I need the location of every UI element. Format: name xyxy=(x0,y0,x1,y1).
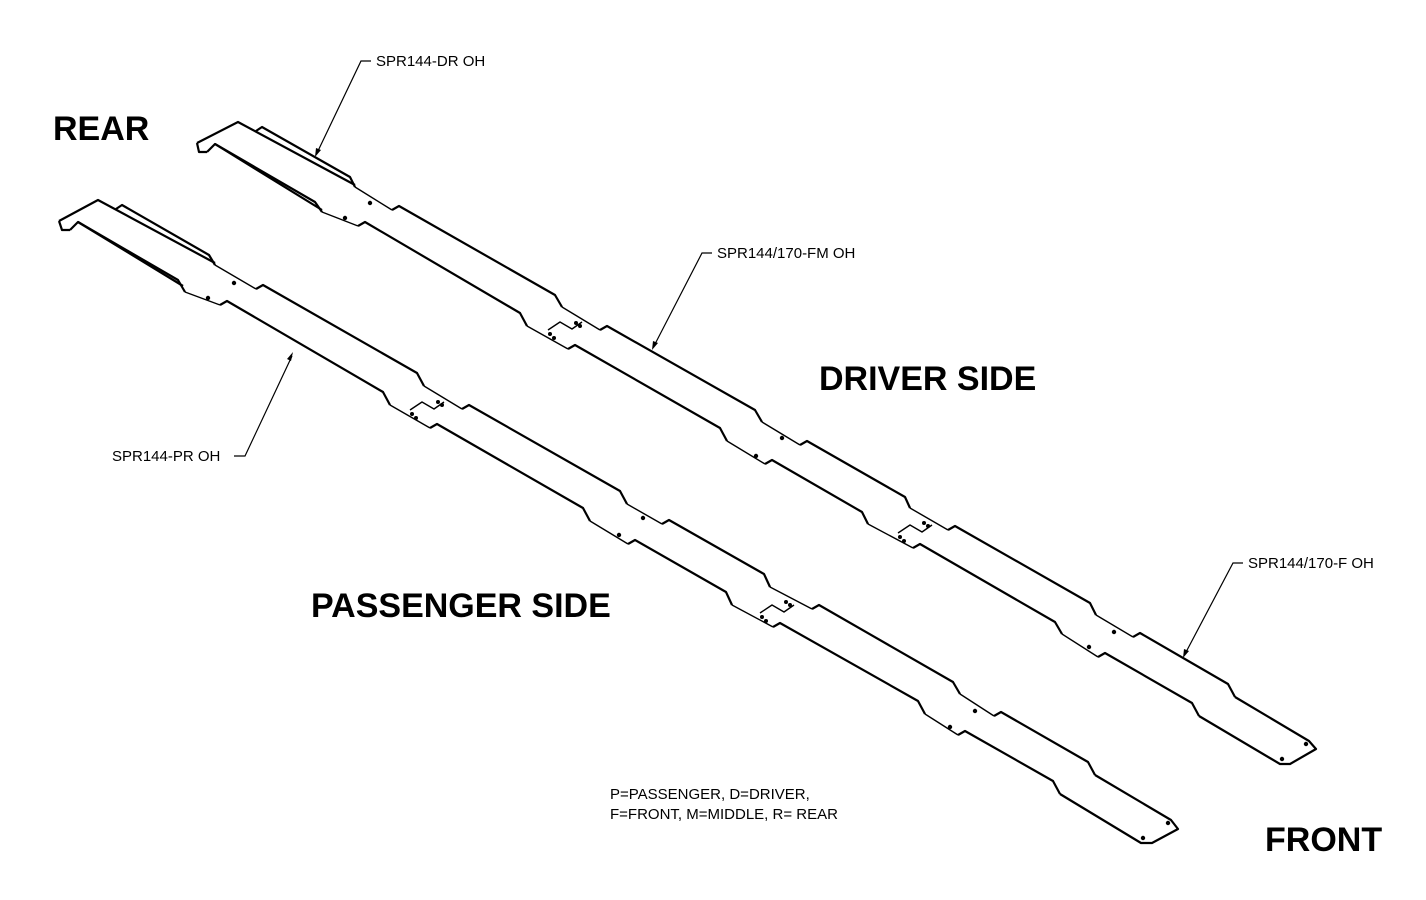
hole xyxy=(972,708,978,714)
hole xyxy=(414,416,418,420)
hole xyxy=(578,324,582,328)
hole xyxy=(552,336,556,340)
hole xyxy=(548,332,552,336)
hole xyxy=(784,600,788,604)
hole xyxy=(947,724,953,730)
callout-front: SPR144/170-F OH xyxy=(1248,555,1374,572)
leader-front xyxy=(1184,562,1243,655)
hole xyxy=(1086,644,1092,650)
leader-driver-rear xyxy=(316,60,371,154)
rear-label: REAR xyxy=(53,110,149,148)
hole xyxy=(764,619,768,623)
hole xyxy=(1140,835,1146,841)
hole xyxy=(410,412,414,416)
hole xyxy=(753,453,759,459)
hole xyxy=(574,321,578,325)
driver-side-label: DRIVER SIDE xyxy=(819,360,1036,398)
hole xyxy=(1303,741,1309,747)
passenger-side-label: PASSENGER SIDE xyxy=(311,587,611,625)
hole xyxy=(902,539,906,543)
front-label: FRONT xyxy=(1265,821,1382,859)
hole xyxy=(1111,629,1117,635)
hole xyxy=(1279,756,1285,762)
hole xyxy=(440,403,444,407)
hole xyxy=(788,603,792,607)
hole xyxy=(779,435,785,441)
callout-driver-rear: SPR144-DR OH xyxy=(376,53,485,70)
hole xyxy=(898,535,902,539)
hole xyxy=(640,515,646,521)
hole xyxy=(205,295,211,301)
hole xyxy=(436,400,440,404)
hole xyxy=(760,615,764,619)
hole xyxy=(926,524,930,528)
hole xyxy=(231,280,237,286)
legend-line-2: F=FRONT, M=MIDDLE, R= REAR xyxy=(610,806,838,823)
passenger-side-rail xyxy=(57,198,1180,845)
callout-front-middle: SPR144/170-FM OH xyxy=(717,245,855,262)
hole xyxy=(616,532,622,538)
callout-passenger-rear: SPR144-PR OH xyxy=(112,448,220,465)
leader-passenger-rear xyxy=(234,355,293,457)
hole xyxy=(342,215,348,221)
hole xyxy=(922,521,926,525)
hole xyxy=(367,200,373,206)
hole xyxy=(1165,820,1171,826)
leader-front-middle xyxy=(653,252,712,347)
leader-lines xyxy=(234,60,1243,658)
driver-side-rail xyxy=(195,120,1318,766)
legend-line-1: P=PASSENGER, D=DRIVER, xyxy=(610,786,810,803)
